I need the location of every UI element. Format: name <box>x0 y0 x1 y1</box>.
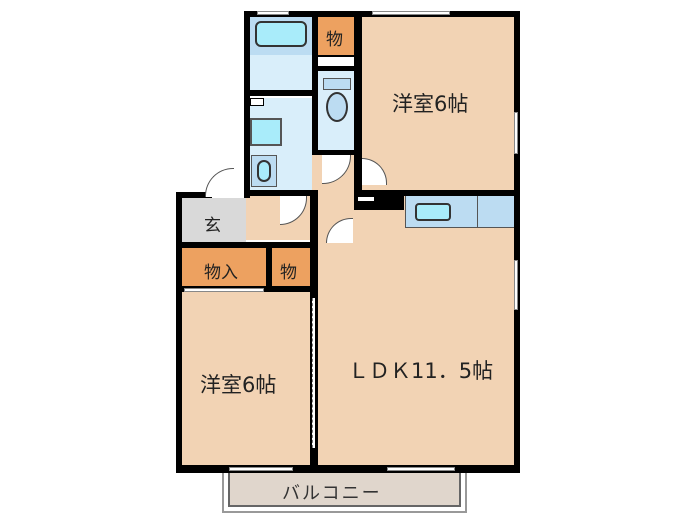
wall <box>312 66 362 71</box>
window <box>514 112 518 154</box>
western-room-north <box>362 15 514 192</box>
wall <box>354 11 362 203</box>
wall <box>514 11 520 473</box>
window <box>257 11 289 15</box>
room-label-ldk: ＬＤＫ11．5帖 <box>348 359 494 383</box>
wall <box>244 11 250 198</box>
window <box>387 467 455 471</box>
toilet-tank-icon <box>323 78 351 90</box>
wall <box>310 196 318 248</box>
room-label-western-south: 洋室6帖 <box>200 373 277 397</box>
room-label-storage-hall: 物 <box>280 263 297 283</box>
sink-icon <box>251 155 277 187</box>
room-label-western-north: 洋室6帖 <box>392 92 469 116</box>
room-label-entrance: 玄 <box>204 216 221 236</box>
counter-divider <box>477 196 478 228</box>
window <box>514 260 518 310</box>
wall <box>176 192 182 473</box>
window <box>229 467 293 471</box>
wall <box>244 190 318 196</box>
room-label-storage-closet: 物入 <box>204 263 238 283</box>
wall <box>176 465 520 473</box>
washing-machine-icon <box>250 118 282 146</box>
kitchen-sink-icon <box>415 203 451 221</box>
toilet-bowl-icon <box>326 92 348 122</box>
wall <box>176 192 212 198</box>
room-label-storage-north: 物 <box>326 30 343 50</box>
room-label-balcony: バルコニー <box>282 483 382 504</box>
storage-small-hall <box>272 248 310 286</box>
western-room-south <box>182 290 314 465</box>
window <box>184 288 264 292</box>
wall <box>354 190 520 196</box>
window <box>372 11 450 15</box>
wall <box>312 150 362 155</box>
entrance <box>182 198 246 242</box>
storage-small-north <box>318 15 354 55</box>
door-entrance[interactable] <box>205 168 234 197</box>
wall <box>244 90 318 96</box>
wall <box>312 11 318 153</box>
balcony <box>228 470 461 507</box>
wall <box>266 242 272 288</box>
bathtub-icon <box>255 21 307 47</box>
storage-closet <box>182 248 266 286</box>
wall <box>176 242 316 248</box>
